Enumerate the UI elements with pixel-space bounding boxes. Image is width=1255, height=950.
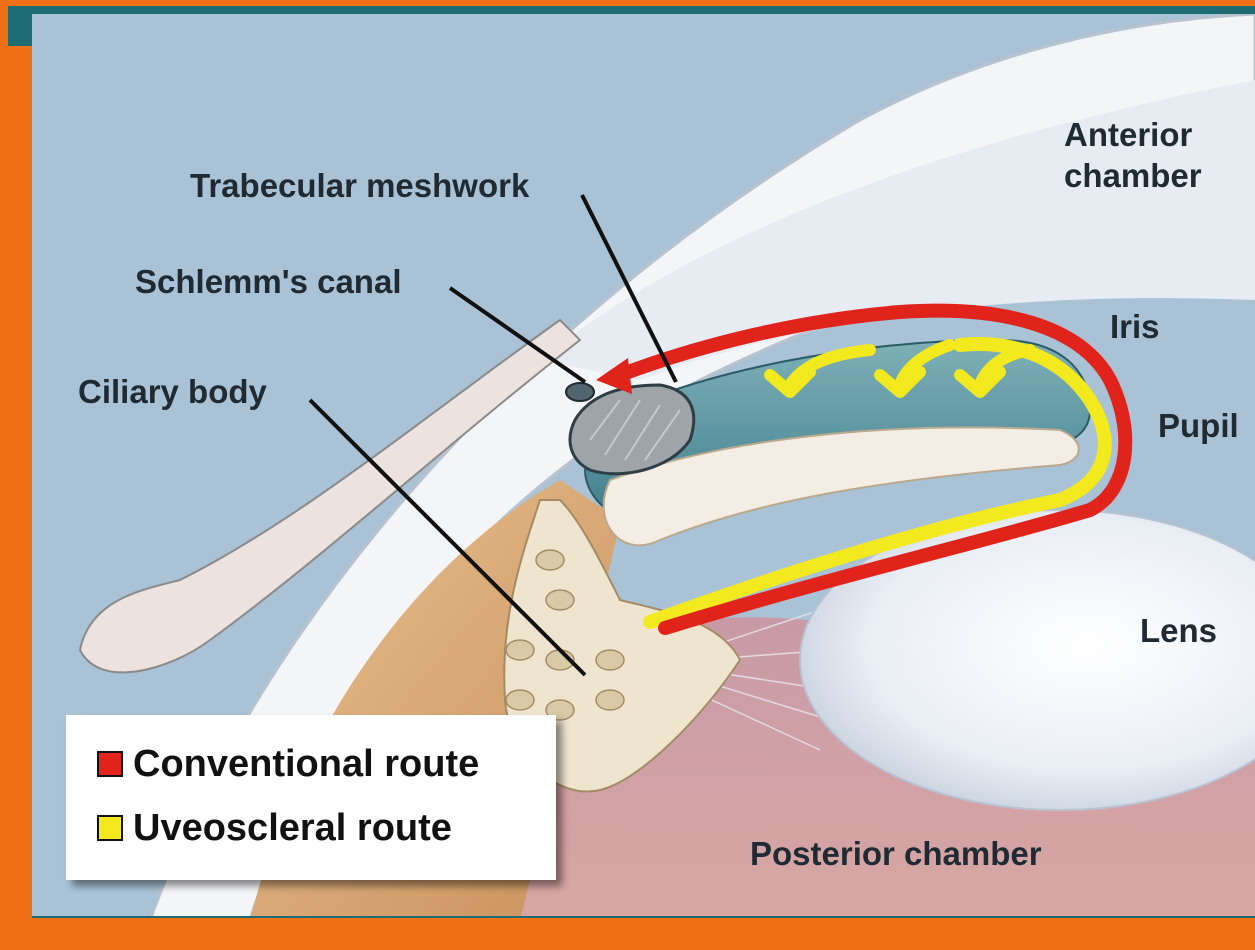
label-lens: Lens [1140, 612, 1217, 649]
label-iris: Iris [1110, 308, 1160, 345]
label-pupil: Pupil [1158, 407, 1239, 444]
schlemms-canal-shape [566, 383, 594, 401]
label-anterior-chamber-line1: Anterior [1064, 116, 1193, 153]
legend-swatch-uveoscleral [98, 816, 122, 840]
legend-box [66, 715, 556, 880]
legend-label-conventional: Conventional route [133, 743, 479, 785]
label-ciliary-body: Ciliary body [78, 373, 268, 410]
legend-label-uveoscleral: Uveoscleral route [133, 807, 452, 849]
label-schlemms-canal: Schlemm's canal [135, 263, 401, 300]
label-trabecular-meshwork: Trabecular meshwork [190, 167, 530, 204]
label-posterior-chamber: Posterior chamber [750, 835, 1042, 872]
label-anterior-chamber-line2: chamber [1064, 157, 1202, 194]
legend: Conventional route Uveoscleral route [66, 715, 556, 880]
legend-swatch-conventional [98, 752, 122, 776]
teal-left-border [8, 6, 36, 46]
